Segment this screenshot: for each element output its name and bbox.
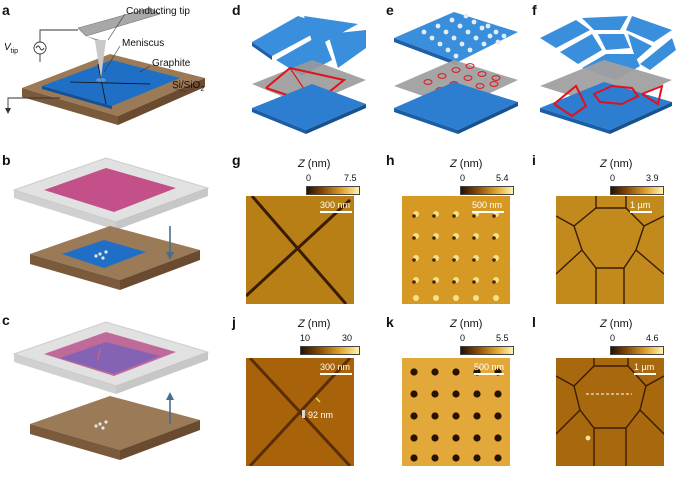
colorbar-g [306, 186, 360, 195]
scalebar-k-label: 500 nm [474, 362, 505, 372]
afm-topography-i [556, 196, 664, 304]
scalebar-i: 1 µm [630, 200, 652, 213]
schematic-a [5, 7, 205, 125]
label-substrate-sub: 2 [200, 86, 205, 93]
annotation-j: 92 nm [308, 410, 334, 420]
label-vtip-sub: tip [10, 48, 19, 55]
scalebar-k: 500 nm [474, 362, 504, 375]
scalebar-i-line [630, 211, 652, 213]
afm-image-h [402, 196, 510, 304]
zmax-k: 5.5 [496, 333, 509, 343]
afm-image-k [402, 358, 510, 466]
panel-letter-b: b [2, 152, 11, 168]
label-graphite: Graphite [152, 58, 191, 69]
panel-letter-c: c [2, 312, 10, 328]
scalebar-g-label: 300 nm [320, 200, 351, 210]
zlabel-j-unit: (nm) [307, 318, 331, 330]
label-meniscus: Meniscus [122, 38, 165, 49]
zlabel-k: Z (nm) [450, 318, 482, 330]
scalebar-l: 1 µm [634, 362, 656, 375]
afm-topography-k [402, 358, 510, 466]
zmax-i: 3.9 [646, 173, 659, 183]
zlabel-i-var: Z [600, 158, 607, 170]
panel-letter-i: i [532, 152, 536, 168]
colorbar-j [300, 346, 360, 355]
afm-image-g [246, 196, 354, 304]
schematic-c [12, 321, 210, 460]
afm-topography-j [246, 358, 354, 466]
panel-letter-a: a [2, 2, 10, 18]
schematic-d [252, 16, 366, 134]
panel-letter-k: k [386, 314, 394, 330]
schematic-b [12, 157, 210, 290]
panel-letter-f: f [532, 2, 537, 18]
panel-letter-d: d [232, 2, 241, 18]
scalebar-g: 300 nm [320, 200, 352, 213]
scalebar-l-label: 1 µm [634, 362, 655, 372]
zlabel-h-var: Z [450, 158, 457, 170]
panel-letter-l: l [532, 314, 536, 330]
colorbar-k [460, 346, 514, 355]
zlabel-l: Z (nm) [600, 318, 632, 330]
afm-topography-g [246, 196, 354, 304]
zlabel-h-unit: (nm) [459, 158, 483, 170]
zmax-h: 5.4 [496, 173, 509, 183]
zmax-l: 4.6 [646, 333, 659, 343]
colorbar-l [610, 346, 664, 355]
scalebar-h-label: 500 nm [472, 200, 503, 210]
label-substrate: Si/SiO2 [172, 80, 204, 93]
label-conducting-tip: Conducting tip [126, 6, 190, 17]
scalebar-g-line [320, 211, 352, 213]
zlabel-j-var: Z [298, 318, 305, 330]
zmax-g: 7.5 [344, 173, 357, 183]
scalebar-j-line [320, 373, 352, 375]
afm-image-j [246, 358, 354, 466]
afm-image-l [556, 358, 664, 466]
zmin-k: 0 [460, 333, 466, 343]
scalebar-h: 500 nm [472, 200, 504, 213]
panel-letter-h: h [386, 152, 395, 168]
scalebar-h-line [472, 211, 504, 213]
colorbar-i [610, 186, 664, 195]
zlabel-g-var: Z [298, 158, 305, 170]
colorbar-h [460, 186, 514, 195]
zmin-g: 0 [306, 173, 312, 183]
zmax-j: 30 [342, 333, 353, 343]
schematic-f [540, 16, 676, 134]
afm-image-i [556, 196, 664, 304]
afm-topography-l [556, 358, 664, 466]
zlabel-j: Z (nm) [298, 318, 330, 330]
zlabel-k-var: Z [450, 318, 457, 330]
panel-letter-j: j [232, 314, 236, 330]
afm-topography-h [402, 196, 510, 304]
scalebar-l-line [634, 373, 656, 375]
panel-letter-g: g [232, 152, 241, 168]
zlabel-i-unit: (nm) [609, 158, 633, 170]
scalebar-k-line [474, 373, 504, 375]
zlabel-k-unit: (nm) [459, 318, 483, 330]
zlabel-g: Z (nm) [298, 158, 330, 170]
schematic-e [394, 12, 518, 134]
scalebar-i-label: 1 µm [630, 200, 651, 210]
zmin-i: 0 [610, 173, 616, 183]
label-vtip-text: V [4, 42, 11, 53]
zmin-l: 0 [610, 333, 616, 343]
label-vtip: Vtip [4, 42, 18, 55]
zlabel-l-var: Z [600, 318, 607, 330]
zlabel-l-unit: (nm) [609, 318, 633, 330]
zmin-h: 0 [460, 173, 466, 183]
zlabel-h: Z (nm) [450, 158, 482, 170]
scalebar-j: 300 nm [320, 362, 352, 375]
scalebar-j-label: 300 nm [320, 362, 351, 372]
panel-letter-e: e [386, 2, 394, 18]
label-substrate-text: Si/SiO [172, 80, 201, 91]
zlabel-g-unit: (nm) [307, 158, 331, 170]
zmin-j: 10 [300, 333, 311, 343]
zlabel-i: Z (nm) [600, 158, 632, 170]
